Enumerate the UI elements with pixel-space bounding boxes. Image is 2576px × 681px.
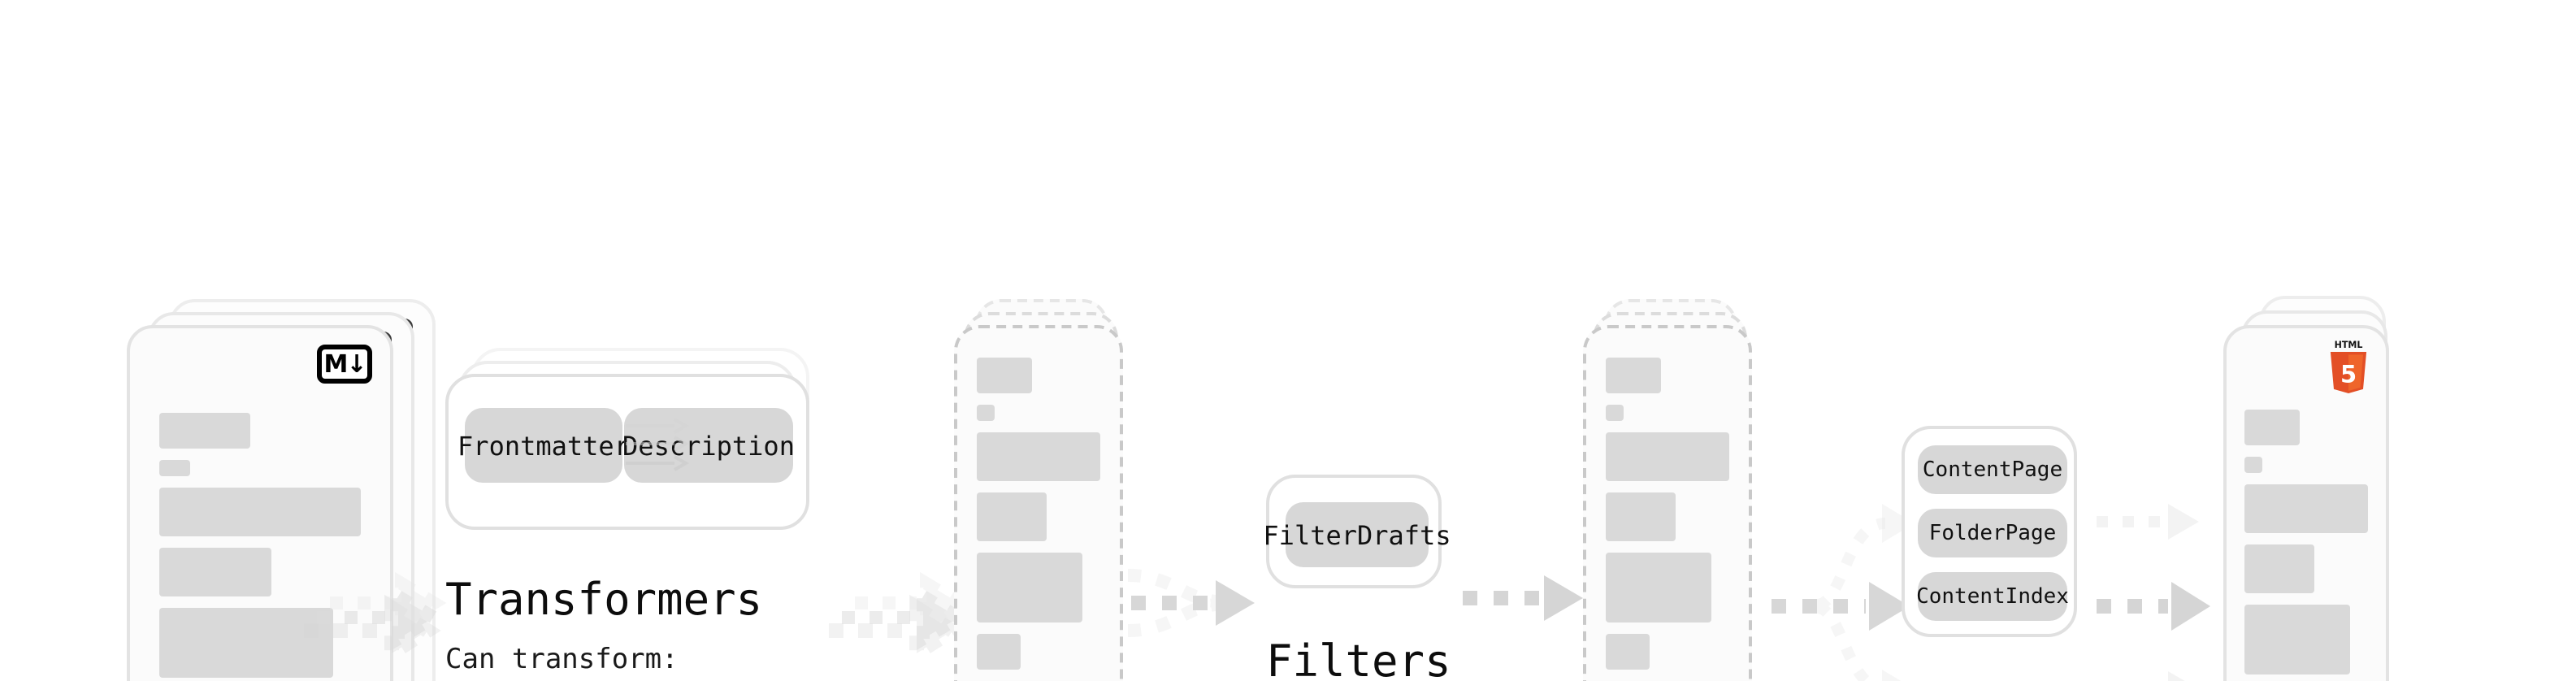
stage-transformers: Run in parallel Frontmatter Description <box>445 348 835 676</box>
skeleton-bar <box>2244 605 2351 674</box>
site-card-html: HTML 5 <box>2223 325 2389 681</box>
skeleton-bar <box>159 413 250 449</box>
markdown-card-front: M↓ <box>127 325 393 681</box>
skeleton-bar <box>977 358 1033 393</box>
emitter-pill-folderpage[interactable]: FolderPage <box>1918 509 2067 557</box>
emitter-pill-contentpage[interactable]: ContentPage <box>1918 445 2067 494</box>
skeleton-bar <box>977 553 1083 622</box>
skeleton-bar <box>159 460 190 476</box>
html5-icon: HTML 5 <box>2330 340 2367 393</box>
stage-modified-files: Modified files HTML Syntax Tree + data f… <box>954 299 1165 681</box>
filtered-document-stack <box>1583 299 1794 681</box>
site-skeleton <box>2244 410 2368 681</box>
skeleton-bar <box>2244 544 2314 593</box>
markdown-icon: M↓ <box>317 345 372 384</box>
modified-card-front <box>954 325 1123 681</box>
skeleton-bar <box>1606 358 1662 393</box>
skeleton-bar <box>977 634 1021 670</box>
stage-generated-site: CSS HTML 5 Generated Site A collection o… <box>2223 296 2532 681</box>
skeleton-bar <box>1606 405 1624 421</box>
skeleton-bar <box>159 548 272 596</box>
transformer-pill-description[interactable]: Description <box>622 408 795 483</box>
skeleton-bar <box>1606 432 1729 481</box>
emitter-pill-contentindex[interactable]: ContentIndex <box>1916 572 2069 621</box>
skeleton-bar <box>1606 553 1712 622</box>
site-document-stack: CSS HTML 5 <box>2223 296 2532 681</box>
skeleton-bar <box>2244 484 2368 533</box>
skeleton-bar <box>977 405 995 421</box>
skeleton-bar <box>2244 410 2301 445</box>
skeleton-bar <box>1606 634 1650 670</box>
skeleton-bar <box>159 608 333 678</box>
arrow-transformers-to-modified <box>826 553 972 667</box>
filters-box: FilterDrafts <box>1263 475 1451 588</box>
stage-markdown-files: M↓ M↓ M↓ Markdown Files <box>127 299 436 681</box>
stage-filters: FilterDrafts Filters Remove some files b… <box>1263 475 1451 681</box>
markdown-skeleton <box>159 413 361 681</box>
transformers-box-front: Frontmatter Description <box>445 374 809 530</box>
stage-filtered-files: Filtered files <box>1583 299 1794 681</box>
emitters-box: ContentPage FolderPage ContentIndex <box>1902 426 2077 637</box>
skeleton-bar <box>2244 457 2263 473</box>
filter-pill-filterdrafts[interactable]: FilterDrafts <box>1263 502 1451 567</box>
skeleton-bar <box>1606 492 1676 541</box>
filters-title: Filters <box>1266 637 1451 681</box>
transformers-subtitle: Can transform: <box>445 644 679 676</box>
filtered-card-front <box>1583 325 1752 681</box>
transformers-box-stack: Frontmatter Description <box>445 348 835 553</box>
modified-document-stack <box>954 299 1165 681</box>
svg-text:5: 5 <box>2340 360 2357 388</box>
transformer-pill-frontmatter[interactable]: Frontmatter <box>458 408 630 483</box>
modified-skeleton <box>977 358 1100 681</box>
skeleton-bar <box>977 492 1047 541</box>
stage-emitters: ContentPage FolderPage ContentIndex Emit… <box>1902 426 2077 637</box>
arrow-filters-to-filtered <box>1459 572 1599 637</box>
svg-text:HTML: HTML <box>2335 340 2363 350</box>
markdown-document-stack: M↓ M↓ M↓ <box>127 299 436 681</box>
arrow-emitters-to-site <box>2093 468 2240 681</box>
transformers-title: Transformers <box>445 575 763 626</box>
filtered-skeleton <box>1606 358 1729 681</box>
skeleton-bar <box>159 488 361 536</box>
skeleton-bar <box>977 432 1100 481</box>
